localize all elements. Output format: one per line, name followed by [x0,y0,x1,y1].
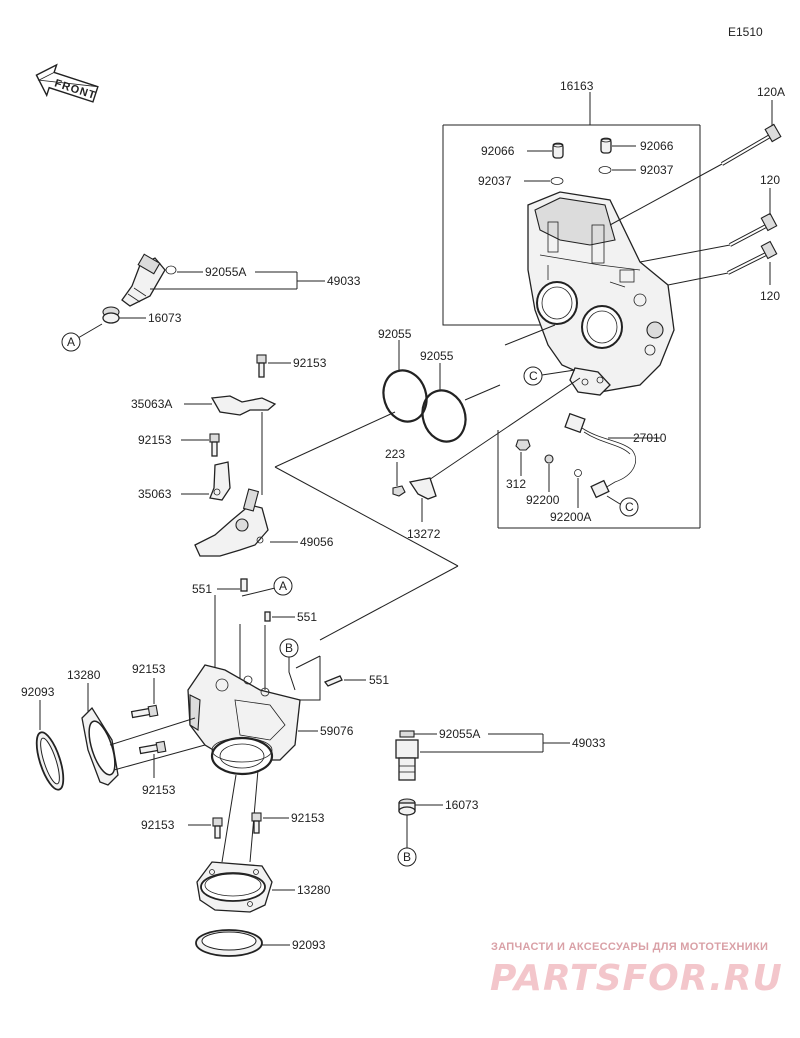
intake-holder-59076 [187,664,301,776]
throttle-body-drawing [527,191,675,396]
bracket-35063 [209,461,231,501]
callout-a-2: A [241,576,293,597]
clip-92037-right [598,166,612,174]
pipe-49056 [194,488,269,557]
svg-text:B: B [285,641,293,655]
label-92093-top: 92093 [21,685,55,699]
injector-49033-bottom [395,730,419,781]
svg-text:A: A [279,579,287,593]
ring-92093-left [35,731,65,791]
label-92066-left: 92066 [481,144,515,158]
washer-92200A [574,469,582,477]
label-551-b: 551 [297,610,317,624]
label-92153-b: 92153 [138,433,172,447]
diagram-code: E1510 [728,25,763,39]
screw-223 [392,485,406,497]
label-92200: 92200 [526,493,560,507]
svg-text:B: B [403,850,411,864]
bolt-92153-e [212,817,223,839]
watermark-tagline: ЗАПЧАСТИ И АКСЕССУАРЫ ДЛЯ МОТОТЕХНИКИ [491,941,768,953]
label-49056: 49056 [300,535,334,549]
label-92055A-bottom: 92055A [439,727,480,741]
label-92037-right: 92037 [640,163,674,177]
sensor-27010 [564,412,636,499]
label-92153-f: 92153 [291,811,325,825]
label-59076: 59076 [320,724,354,738]
callout-a-1: A [61,323,103,352]
screw-312 [515,439,531,451]
label-92055-right: 92055 [420,349,454,363]
seal-551-a [240,578,248,592]
bolt-120A [720,123,782,166]
label-49033-bottom: 49033 [572,736,606,750]
ring-92093-bottom [195,929,263,957]
watermark: ЗАПЧАСТИ И АКСЕССУАРЫ ДЛЯ МОТОТЕХНИКИ PA… [490,941,783,999]
label-13280-top: 13280 [67,668,101,682]
callout-c-2: C [606,495,639,517]
callout-b-2: B [397,815,417,867]
cap-16073-bottom [398,798,416,816]
injector-49033-top [121,253,177,307]
bolt-92153-d [138,740,167,755]
svg-text:A: A [67,335,75,349]
pin-92066-left [552,142,564,159]
label-92153-e: 92153 [141,818,175,832]
label-551-c: 551 [369,673,389,687]
label-92153-d: 92153 [142,783,176,797]
bolt-92153-c [130,704,159,719]
label-16073-top: 16073 [148,311,182,325]
label-13280-bottom: 13280 [297,883,331,897]
pin-92066-right [600,137,612,154]
bolt-120-bottom [727,240,778,275]
bracket-13272 [408,477,437,500]
label-35063A: 35063A [131,397,172,411]
bolt-92153-b [209,433,220,457]
callout-b-1: B [279,638,299,658]
label-120A: 120A [757,85,785,99]
o-rings-92055: 92055 92055 [378,327,467,443]
flange-13280-bottom [196,861,273,913]
label-92055A-top: 92055A [205,265,246,279]
label-92066-right: 92066 [640,139,674,153]
bolt-92153-a [256,354,267,378]
svg-text:C: C [625,500,634,514]
label-92037-left: 92037 [478,174,512,188]
label-551-a: 551 [192,582,212,596]
label-120-top: 120 [760,173,780,187]
svg-text:C: C [529,369,538,383]
label-92153-a: 92153 [293,356,327,370]
seal-551-c [323,675,343,687]
label-35063: 35063 [138,487,172,501]
label-92200A: 92200A [550,510,591,524]
bolt-120-top [729,212,778,247]
clip-92037-left [550,177,564,185]
label-27010: 27010 [633,431,667,445]
cap-16073-top [102,306,120,324]
flange-13280-left [81,706,119,786]
watermark-logo: PARTSFOR.RU [490,958,783,999]
label-13272: 13272 [407,527,441,541]
bolt-92153-f [251,812,262,834]
label-49033-top: 49033 [327,274,361,288]
label-120-bottom: 120 [760,289,780,303]
bracket-35063A [210,395,277,416]
label-92153-c: 92153 [132,662,166,676]
label-92055-left: 92055 [378,327,412,341]
label-16163: 16163 [560,79,594,93]
label-312: 312 [506,477,526,491]
throttle-body-group: 16163 [442,79,785,529]
washer-92200 [544,454,554,464]
front-arrow-icon: FRONT [35,63,99,103]
callout-c-1: C [523,366,576,386]
seal-551-b [264,611,271,622]
label-223: 223 [385,447,405,461]
label-92093-bottom: 92093 [292,938,326,952]
label-16073-bottom: 16073 [445,798,479,812]
